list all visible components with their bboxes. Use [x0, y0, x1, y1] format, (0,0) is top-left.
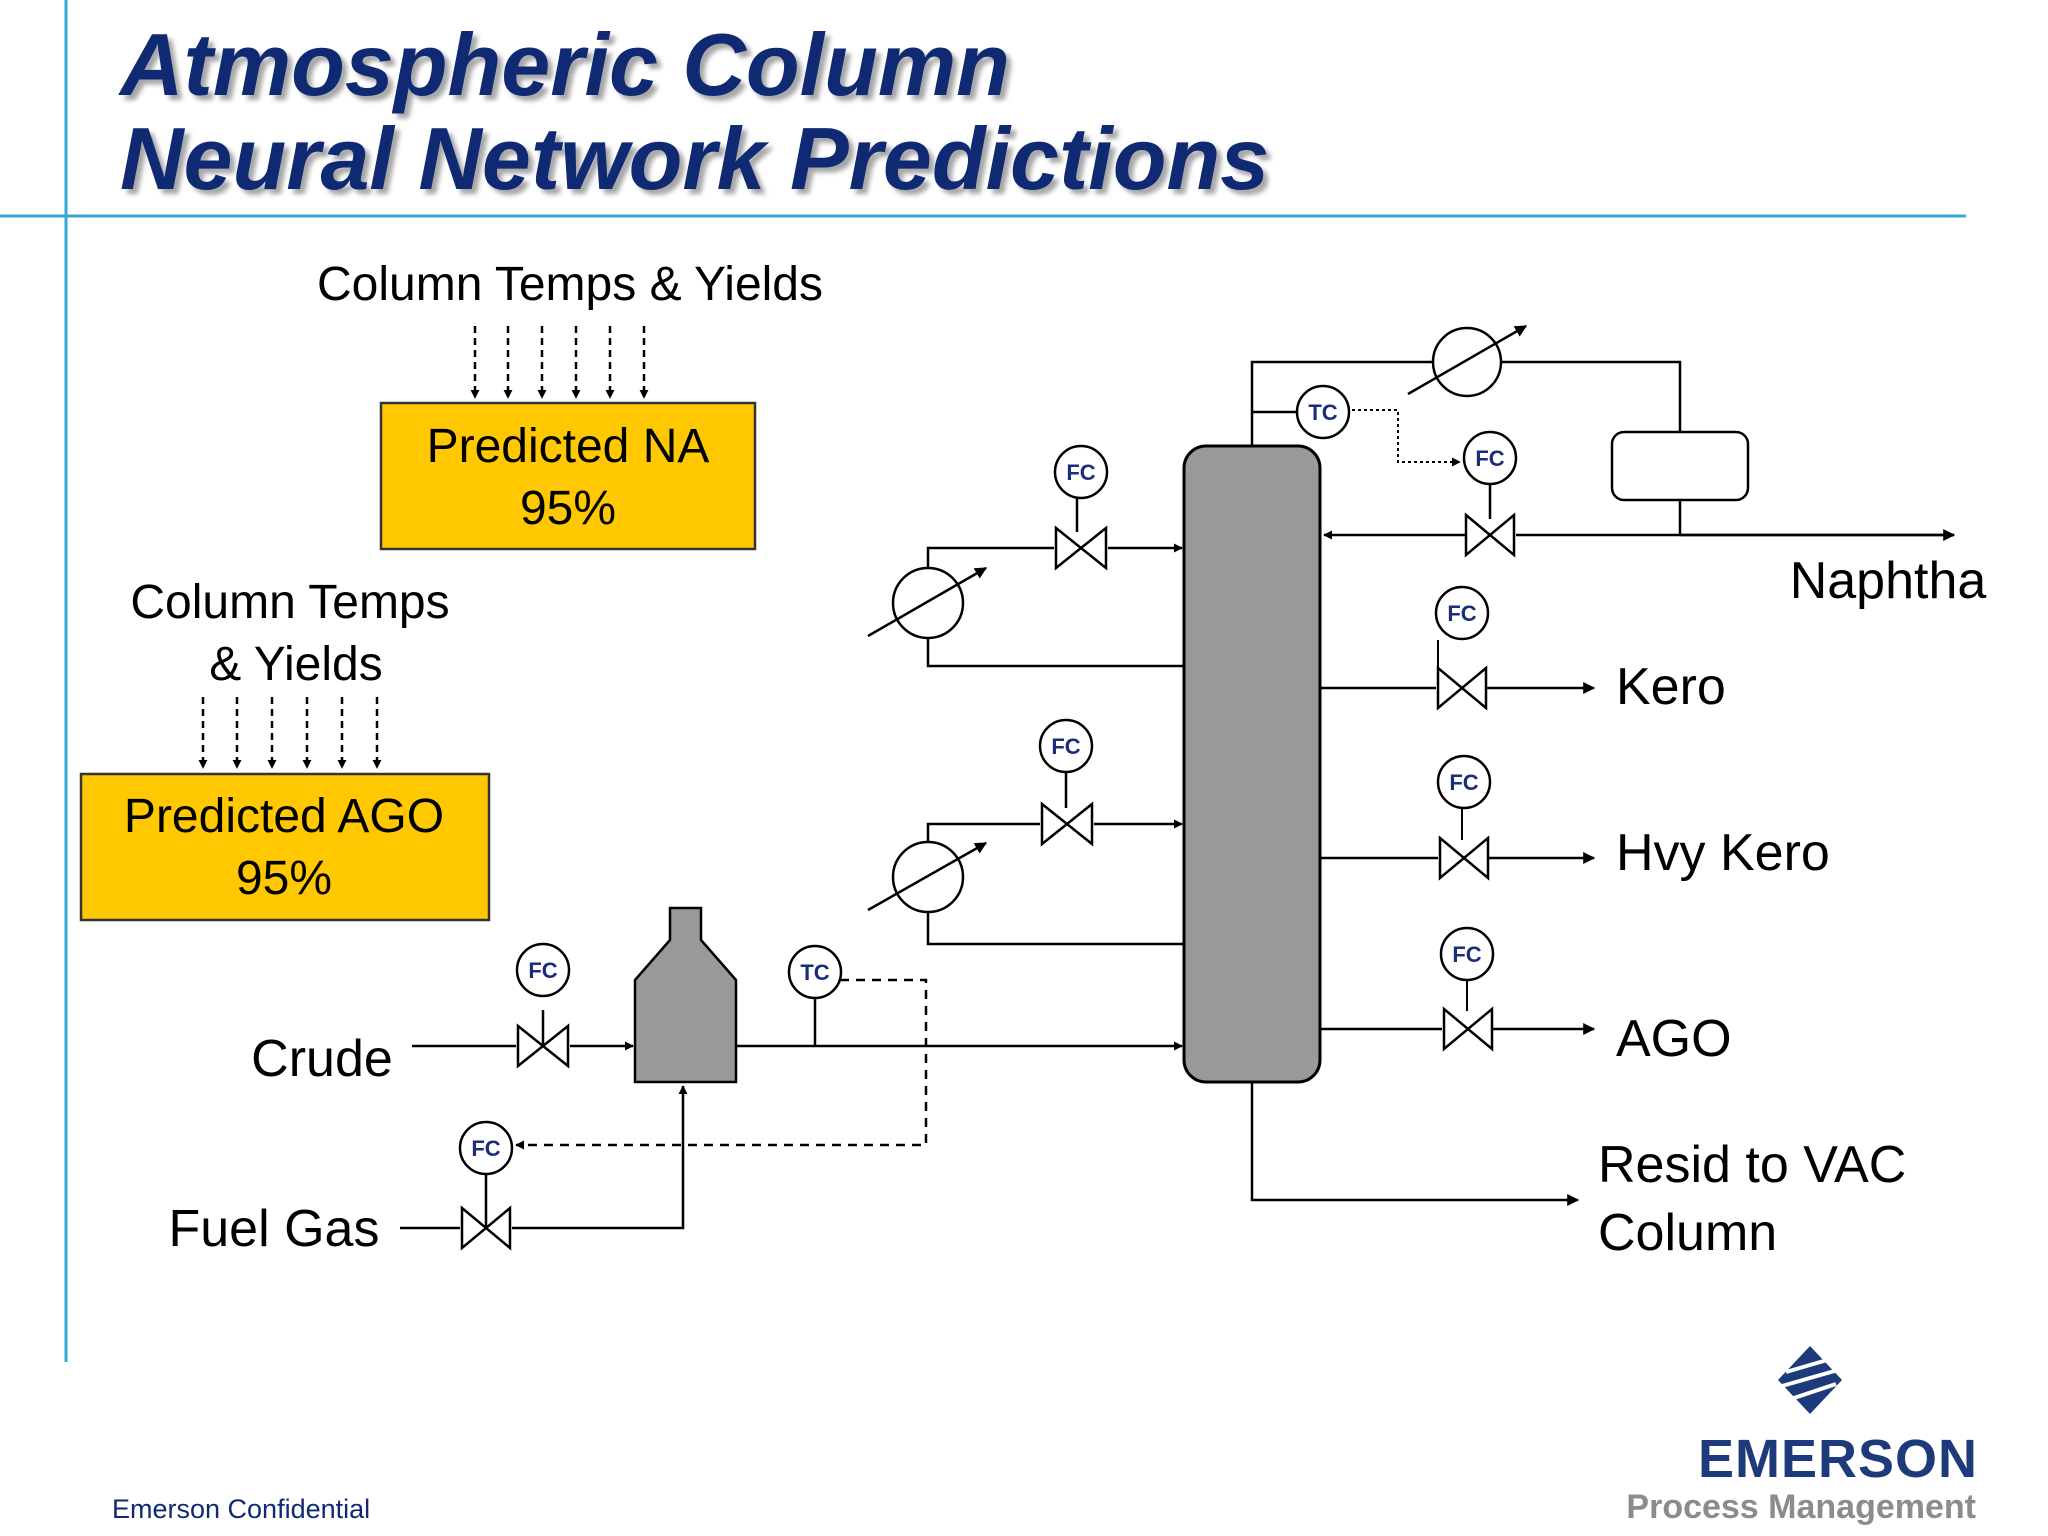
na-inputs-label: Column Temps & Yields — [317, 258, 823, 311]
overhead-condenser — [1407, 324, 1528, 398]
predicted-ago-value: 95% — [236, 852, 332, 905]
valve-ago[interactable] — [1442, 1006, 1494, 1052]
ago-inputs-label-line1: Column Temps — [130, 576, 449, 629]
valve-pumparound-lower[interactable] — [1040, 801, 1094, 847]
fc-pumparound-upper-label: FC — [1066, 460, 1095, 485]
naphtha-label: Naphtha — [1790, 552, 1987, 610]
predicted-na-title: Predicted NA — [427, 420, 710, 473]
kero-label: Kero — [1616, 658, 1726, 716]
furnace-heater — [633, 906, 738, 1084]
heat-exchanger-lower — [867, 840, 988, 914]
footer-confidential: Emerson Confidential — [112, 1494, 371, 1524]
slide-title-line2: Neural Network Predictions — [120, 109, 1270, 208]
fc-ago-instrument[interactable]: FC — [1439, 926, 1495, 982]
fc-pumparound-upper-instrument[interactable]: FC — [1053, 444, 1109, 500]
fuel-gas-label: Fuel Gas — [169, 1200, 380, 1258]
fc-pumparound-lower-instrument[interactable]: FC — [1038, 718, 1094, 774]
slide-title-line1: Atmospheric Column — [120, 15, 1010, 114]
emerson-logo-name: EMERSON — [1697, 1429, 1978, 1489]
predicted-ago-box — [79, 772, 491, 922]
tc-overhead-label: TC — [1308, 400, 1337, 425]
fc-hvy-kero-instrument[interactable]: FC — [1436, 754, 1492, 810]
fc-reflux-label: FC — [1475, 446, 1504, 471]
predicted-ago-title: Predicted AGO — [124, 790, 444, 843]
fc-crude-label: FC — [528, 958, 557, 983]
valve-kero[interactable] — [1436, 665, 1488, 711]
valve-pumparound-upper[interactable] — [1054, 525, 1108, 571]
distillation-column — [1182, 444, 1322, 1084]
fc-ago-label: FC — [1452, 942, 1481, 967]
valve-reflux[interactable] — [1464, 512, 1516, 558]
tc-furnace-instrument[interactable]: TC — [787, 944, 843, 1000]
ago-input-arrows — [198, 697, 382, 769]
predicted-na-box — [379, 401, 757, 551]
side-draw-lines — [1250, 640, 1596, 1206]
resid-label-line2: Column — [1598, 1204, 1777, 1262]
tc-furnace-label: TC — [800, 960, 829, 985]
fc-hvy-kero-label: FC — [1449, 770, 1478, 795]
emerson-logo-mark — [1778, 1346, 1842, 1414]
pumparound-lower — [926, 770, 1184, 946]
emerson-logo-division: Process Management — [1626, 1488, 1976, 1526]
valve-crude[interactable] — [516, 1010, 570, 1069]
heat-exchanger-upper — [867, 566, 988, 640]
predicted-na-value: 95% — [520, 482, 616, 535]
fuel-gas-line — [400, 1085, 688, 1230]
slide-title: Atmospheric Column Neural Network Predic… — [120, 18, 1269, 206]
ago-label: AGO — [1616, 1010, 1732, 1068]
reflux-drum — [1610, 430, 1750, 502]
valve-fuel-gas[interactable] — [460, 1170, 512, 1251]
furnace-tc-signal — [515, 978, 928, 1150]
fc-pumparound-lower-label: FC — [1051, 734, 1080, 759]
pumparound-upper — [926, 498, 1184, 668]
overhead-tc-signal — [1346, 409, 1461, 467]
overhead-line — [1250, 360, 1956, 541]
resid-label-line1: Resid to VAC — [1598, 1136, 1906, 1194]
fc-kero-instrument[interactable]: FC — [1434, 585, 1490, 641]
ago-inputs-label-line2: & Yields — [209, 638, 382, 691]
tc-overhead-instrument[interactable]: TC — [1295, 384, 1351, 440]
na-input-arrows — [470, 326, 649, 399]
crude-label: Crude — [251, 1030, 393, 1088]
valve-hvy-kero[interactable] — [1438, 835, 1490, 881]
fc-fuel-gas-label: FC — [471, 1136, 500, 1161]
fc-kero-label: FC — [1447, 601, 1476, 626]
fc-crude-instrument[interactable]: FC — [515, 942, 571, 998]
fc-fuel-gas-instrument[interactable]: FC — [458, 1120, 514, 1176]
hvy-kero-label: Hvy Kero — [1616, 824, 1830, 882]
fc-reflux-instrument[interactable]: FC — [1462, 430, 1518, 486]
